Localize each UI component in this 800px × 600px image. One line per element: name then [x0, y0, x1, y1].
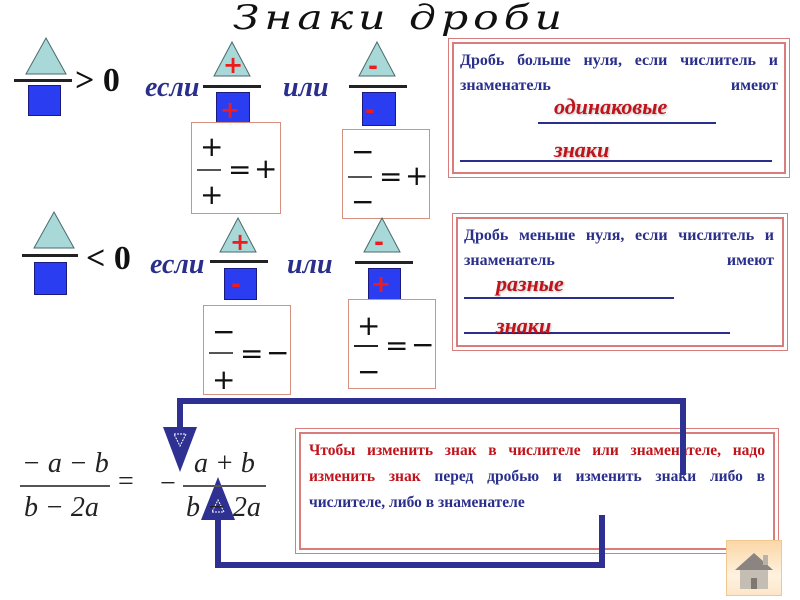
rule-result: + [405, 159, 429, 192]
fraction-bar [203, 85, 261, 88]
fraction-bar [349, 85, 407, 88]
rule-box-minus-plus: − = − + [203, 305, 291, 395]
answer-word-1: разные [496, 271, 564, 296]
equals-sign: = [118, 466, 134, 497]
rule-denominator: + [200, 178, 224, 211]
home-icon [735, 553, 773, 589]
rule-equals: = [385, 329, 409, 362]
relation-less-zero: < 0 [86, 240, 131, 277]
info-box-positive: Дробь больше нуля, если числитель и знам… [448, 38, 790, 178]
rhs-fraction-bar [183, 485, 266, 487]
rhs-numerator: a + b [194, 448, 255, 479]
blank-line-1 [538, 122, 716, 124]
info-text: Дробь меньше нуля, если числитель и знам… [464, 227, 774, 269]
numerator-sign: + [230, 228, 251, 256]
rule-fraction-bar [348, 176, 372, 178]
denominator-sign: - [231, 270, 241, 298]
rule-numerator: − [351, 135, 375, 168]
numerator-triangle-icon [33, 210, 75, 249]
rule-numerator: + [200, 130, 224, 163]
denominator-square-icon [28, 85, 61, 116]
numerator-triangle-icon [358, 40, 396, 77]
rule-denominator: − [351, 185, 375, 218]
home-button[interactable] [726, 540, 782, 596]
rule-numerator: − [212, 315, 236, 348]
rule-result: − [411, 328, 435, 361]
rule-result: + [254, 152, 278, 185]
fraction-bar [210, 260, 268, 263]
rule-equals: = [240, 337, 264, 370]
or-word: или [283, 72, 329, 103]
rule-equals: = [379, 160, 403, 193]
fraction-bar [355, 261, 413, 264]
answer-word-1: одинаковые [554, 94, 668, 119]
rule-fraction-bar [197, 169, 221, 171]
rule-fraction-bar [354, 345, 378, 347]
rule-box-plus-minus: + = − − [348, 299, 436, 389]
denominator-sign: - [365, 96, 375, 124]
info-box-negative: Дробь меньше нуля, если числитель и знам… [452, 213, 788, 351]
page-title: Знаки дроби [232, 0, 568, 38]
denominator-sign: + [371, 270, 392, 298]
blank-line-2 [460, 160, 772, 162]
numerator-triangle-icon [363, 216, 401, 253]
fraction-bar [14, 79, 72, 82]
numerator-sign: + [223, 51, 244, 79]
numerator-sign: - [374, 228, 384, 256]
rule-denominator: − [357, 355, 381, 388]
lhs-denominator: b − 2a [24, 492, 99, 523]
denominator-square-icon [224, 268, 257, 300]
denominator-sign: + [220, 96, 241, 124]
answer-word-2: знаки [554, 137, 610, 162]
numerator-triangle-icon [219, 216, 257, 253]
blank-line-2 [464, 332, 730, 334]
numerator-triangle-icon [25, 36, 67, 75]
blank-line-1 [464, 297, 674, 299]
fraction-bar [22, 254, 78, 257]
lhs-fraction-bar [20, 485, 110, 487]
if-word: если [145, 72, 200, 103]
numerator-sign: - [368, 52, 378, 80]
or-word: или [287, 249, 333, 280]
arrow-down-head-icon [163, 427, 197, 472]
lhs-numerator: − a − b [22, 448, 109, 479]
rule-equals: = [228, 153, 252, 186]
denominator-square-icon [362, 92, 396, 126]
rule-note-box: Чтобы изменить знак в числителе или знам… [295, 428, 779, 554]
rule-fraction-bar [209, 352, 233, 354]
answer-word-2: знаки [496, 313, 552, 338]
rule-box-plus-plus: + = + + [191, 122, 281, 214]
arrow-up-head-icon [201, 477, 235, 520]
denominator-square-icon [368, 268, 401, 300]
rule-box-minus-minus: − = + − [342, 129, 430, 219]
rhs-minus-sign: − [160, 468, 176, 499]
if-word: если [150, 249, 205, 280]
rhs-denominator: b − 2a [186, 492, 261, 523]
rule-denominator: + [212, 363, 236, 396]
rule-note-red: Чтобы изменить знак в числителе или знам… [309, 442, 765, 485]
info-text: Дробь больше нуля, если числитель и знам… [460, 52, 778, 94]
rule-numerator: + [357, 309, 381, 342]
rule-result: − [266, 336, 290, 369]
denominator-square-icon [34, 262, 67, 295]
numerator-triangle-icon [213, 40, 251, 77]
relation-greater-zero: > 0 [75, 62, 120, 99]
denominator-square-icon [216, 92, 250, 126]
